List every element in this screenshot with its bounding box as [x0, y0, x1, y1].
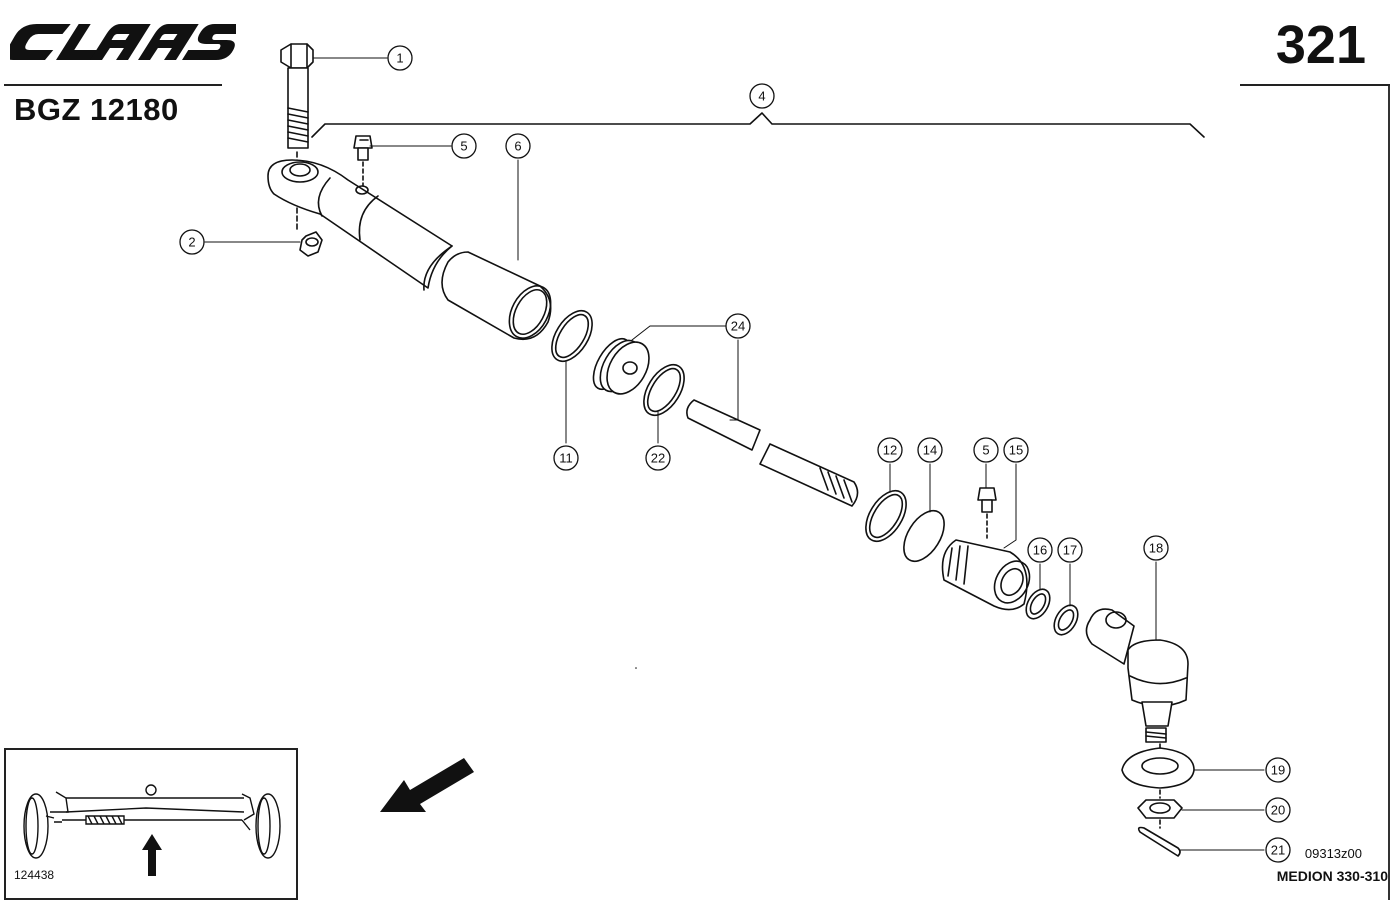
callout-bubble [1057, 537, 1083, 563]
grease-nipple-lower-part [977, 487, 997, 513]
nut-part [299, 231, 323, 257]
callout-bubble [973, 437, 999, 463]
inset-reference-number: 124438 [14, 868, 55, 882]
seal-16-part [1025, 588, 1051, 620]
direction-arrow [380, 758, 474, 812]
callout-2: 2 [179, 229, 205, 255]
callout-number: 22 [651, 451, 665, 466]
o-ring-14-part [903, 509, 945, 563]
axle-sketch [23, 784, 281, 876]
callout-number: 12 [883, 443, 897, 458]
callout-bubble [505, 133, 531, 159]
callout-number: 4 [758, 89, 765, 104]
page-number: 321 [1275, 15, 1366, 75]
callout-19: 19 [1265, 757, 1291, 783]
callout-number: 1 [396, 51, 403, 66]
callout-number: 18 [1149, 541, 1163, 556]
assembly-bracket [311, 112, 1205, 138]
callout-5: 5 [451, 133, 477, 159]
callout-bubble [553, 445, 579, 471]
callout-number: 20 [1271, 803, 1285, 818]
callout-17: 17 [1057, 537, 1083, 563]
callout-bubble [917, 437, 943, 463]
callout-number: 5 [460, 139, 467, 154]
callout-number: 17 [1063, 543, 1077, 558]
callout-number: 16 [1033, 543, 1047, 558]
callout-18: 18 [1143, 535, 1169, 561]
header-rule-right [1240, 84, 1390, 86]
callout-bubble [1265, 757, 1291, 783]
callout-number: 24 [731, 319, 745, 334]
callout-bubble [725, 313, 751, 339]
bolt-part [280, 43, 314, 149]
callout-12: 12 [877, 437, 903, 463]
callout-bubble [1265, 797, 1291, 823]
callout-number: 6 [514, 139, 521, 154]
model-code: BGZ 12180 [14, 92, 179, 127]
callout-number: 14 [923, 443, 937, 458]
callout-5: 5 [973, 437, 999, 463]
callout-4: 4 [749, 83, 775, 109]
callout-number: 19 [1271, 763, 1285, 778]
callout-bubble [451, 133, 477, 159]
callout-bubble [645, 445, 671, 471]
piston-rod-part [686, 399, 859, 507]
cylinder-body [267, 159, 453, 291]
guide-bush-part [941, 539, 1031, 611]
ring-24-part [643, 363, 685, 417]
header-rule-left [4, 84, 222, 86]
callout-21: 21 [1265, 837, 1291, 863]
callout-6: 6 [505, 133, 531, 159]
ring-22-part [551, 309, 593, 363]
callout-1: 1 [387, 45, 413, 71]
grease-nipple-part [353, 135, 373, 161]
castle-nut-part [1137, 799, 1183, 819]
drawing-code: 09313z00 [1304, 846, 1362, 861]
callout-number: 5 [982, 443, 989, 458]
callout-bubble [1003, 437, 1029, 463]
machine-model: MEDION 330-310 [1276, 868, 1388, 884]
callout-bubble [877, 437, 903, 463]
callout-number: 2 [188, 235, 195, 250]
callout-number: 15 [1009, 443, 1023, 458]
callout-20: 20 [1265, 797, 1291, 823]
seal-17-part [1053, 604, 1079, 636]
callout-bubble [179, 229, 205, 255]
inset-locator-view [4, 748, 298, 900]
dust-cap-part [1121, 747, 1195, 789]
right-border [1388, 86, 1390, 900]
callout-bubble [1143, 535, 1169, 561]
piston-part [592, 337, 650, 395]
callout-24: 24 [725, 313, 751, 339]
callout-bubble [749, 83, 775, 109]
callout-15: 15 [1003, 437, 1029, 463]
split-pin-part [1137, 826, 1181, 857]
ball-joint-part [1085, 608, 1189, 743]
callout-number: 21 [1271, 843, 1285, 858]
callout-bubble [1265, 837, 1291, 863]
claas-logo [10, 24, 236, 60]
callout-16: 16 [1027, 537, 1053, 563]
callout-bubble [1027, 537, 1053, 563]
callout-14: 14 [917, 437, 943, 463]
callout-22: 22 [645, 445, 671, 471]
callout-number: 11 [559, 451, 573, 466]
callout-bubble [387, 45, 413, 71]
tube-part [441, 251, 552, 341]
callout-11: 11 [553, 445, 579, 471]
o-ring-12-part [865, 489, 907, 543]
